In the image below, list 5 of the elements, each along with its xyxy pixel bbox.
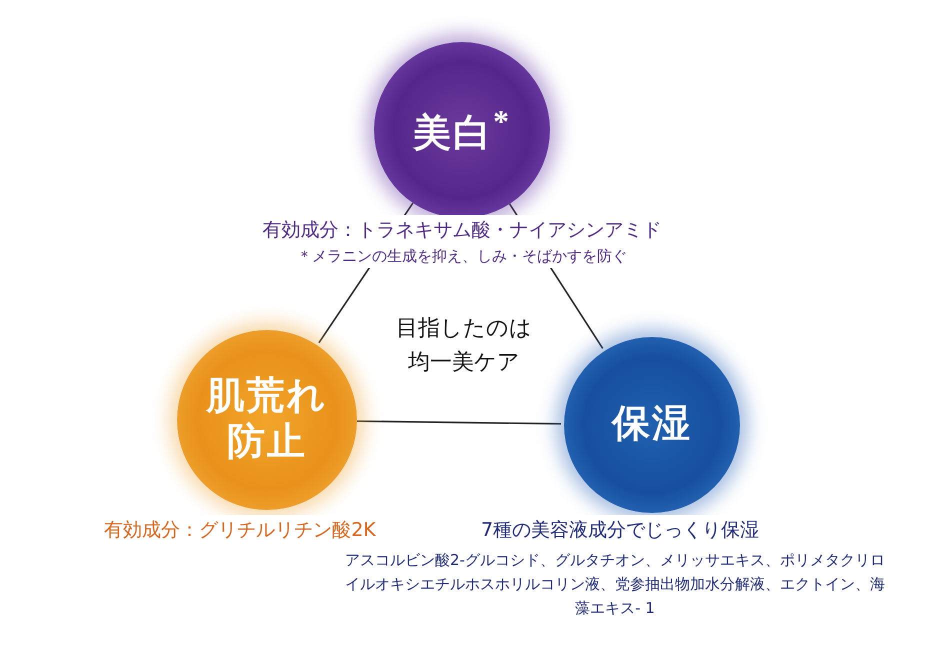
connector-line [356, 420, 562, 425]
ingredient-text: 有効成分：トラネキサム酸・ナイアシンアミド [262, 214, 662, 246]
circle-badge: 美白$^{*}$ [374, 42, 550, 218]
circle-badge: 肌荒れ防止 [177, 330, 357, 510]
circle-badge: 保湿 [564, 337, 740, 513]
